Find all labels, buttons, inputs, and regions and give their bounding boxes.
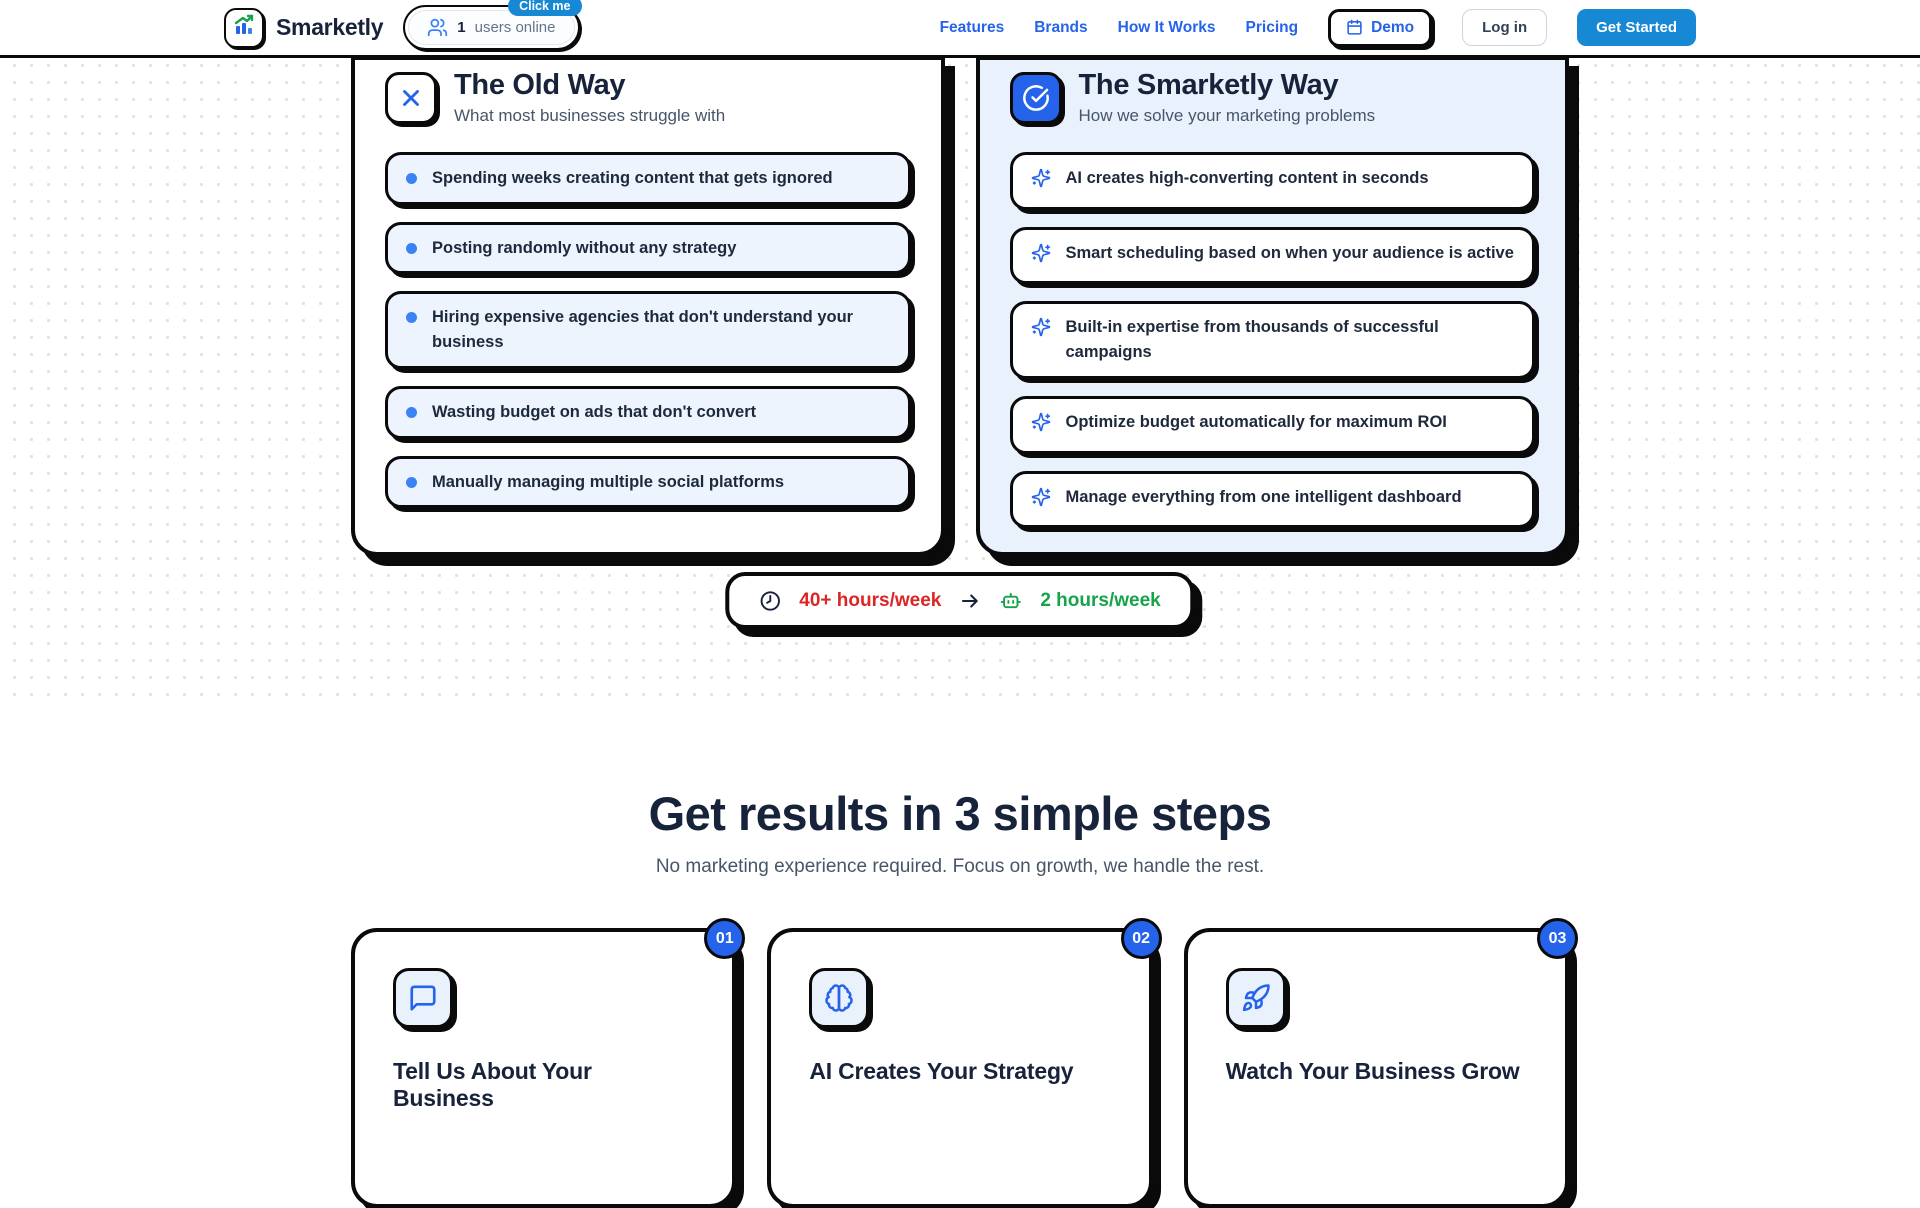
nav-link-brands[interactable]: Brands bbox=[1034, 18, 1088, 36]
rocket-icon bbox=[1225, 968, 1286, 1028]
brand-name[interactable]: Smarketly bbox=[276, 14, 384, 40]
step-number-badge: 03 bbox=[1537, 918, 1578, 959]
dot-bullet-icon bbox=[406, 406, 417, 418]
nav-link-how-it-works[interactable]: How It Works bbox=[1117, 18, 1216, 36]
old-way-item-text: Manually managing multiple social platfo… bbox=[432, 472, 785, 491]
robot-icon bbox=[999, 589, 1022, 612]
sparkles-icon bbox=[1031, 412, 1051, 440]
click-me-badge[interactable]: Click me bbox=[508, 0, 582, 16]
nav-link-pricing[interactable]: Pricing bbox=[1245, 18, 1299, 36]
old-way-item: Hiring expensive agencies that don't und… bbox=[385, 291, 911, 369]
smarketly-way-item: Smart scheduling based on when your audi… bbox=[1009, 226, 1535, 285]
old-way-item-text: Wasting budget on ads that don't convert bbox=[432, 402, 757, 421]
old-way-item: Spending weeks creating content that get… bbox=[385, 151, 911, 205]
smarketly-way-item-text: Manage everything from one intelligent d… bbox=[1065, 487, 1462, 506]
brand-logo[interactable] bbox=[224, 7, 264, 48]
step-card-3: 03 Watch Your Business Grow bbox=[1183, 918, 1578, 1208]
users-online-pill[interactable]: Click me 1 users online bbox=[403, 0, 582, 50]
sparkles-icon bbox=[1031, 243, 1051, 271]
chart-growth-icon bbox=[232, 13, 256, 42]
comparison-section: The Old Way What most businesses struggl… bbox=[351, 56, 1569, 557]
smarketly-way-title: The Smarketly Way bbox=[1078, 69, 1339, 101]
step-card-1: 01 Tell Us About Your Business bbox=[351, 918, 746, 1208]
step-number-badge: 01 bbox=[704, 918, 746, 959]
dot-bullet-icon bbox=[406, 242, 417, 254]
old-way-title: The Old Way bbox=[454, 69, 626, 101]
time-before: 40+ hours/week bbox=[799, 589, 942, 611]
smarketly-way-item: Optimize budget automatically for maximu… bbox=[1009, 395, 1535, 454]
smarketly-way-item: Manage everything from one intelligent d… bbox=[1009, 470, 1535, 529]
demo-button[interactable]: Demo bbox=[1328, 8, 1433, 47]
sparkles-icon bbox=[1031, 487, 1051, 515]
check-circle-icon bbox=[1009, 71, 1062, 124]
calendar-icon bbox=[1346, 19, 1363, 36]
dot-bullet-icon bbox=[406, 312, 417, 324]
step-title: Watch Your Business Grow bbox=[1225, 1058, 1520, 1084]
dot-bullet-icon bbox=[406, 172, 417, 184]
old-way-item-text: Hiring expensive agencies that don't und… bbox=[432, 308, 854, 352]
old-way-item: Wasting budget on ads that don't convert bbox=[385, 385, 911, 439]
x-icon bbox=[385, 71, 437, 124]
smarketly-way-card: The Smarketly Way How we solve your mark… bbox=[975, 56, 1569, 557]
old-way-item: Manually managing multiple social platfo… bbox=[385, 455, 911, 509]
steps-cards: 01 Tell Us About Your Business 02 AI Cre… bbox=[351, 918, 1578, 1208]
login-button[interactable]: Log in bbox=[1462, 9, 1548, 46]
nav-link-features[interactable]: Features bbox=[939, 18, 1005, 36]
old-way-item: Posting randomly without any strategy bbox=[385, 221, 911, 275]
step-card-2: 02 AI Creates Your Strategy bbox=[767, 918, 1162, 1208]
navbar: Smarketly Click me 1 users online Featur… bbox=[0, 0, 1920, 58]
step-title: Tell Us About Your Business bbox=[393, 1058, 592, 1111]
step-number-badge: 02 bbox=[1120, 918, 1162, 959]
message-square-icon bbox=[393, 968, 453, 1028]
steps-subtitle: No marketing experience required. Focus … bbox=[655, 856, 1265, 877]
old-way-item-text: Spending weeks creating content that get… bbox=[432, 168, 833, 187]
smarketly-way-item-text: AI creates high-converting content in se… bbox=[1065, 168, 1429, 187]
smarketly-way-subtitle: How we solve your marketing problems bbox=[1078, 105, 1376, 125]
arrow-right-icon bbox=[959, 590, 981, 612]
dot-bullet-icon bbox=[406, 476, 417, 488]
old-way-item-text: Posting randomly without any strategy bbox=[432, 238, 737, 257]
time-after: 2 hours/week bbox=[1040, 589, 1161, 611]
online-label: users online bbox=[474, 19, 556, 36]
nav-menu: Features Brands How It Works Pricing Dem… bbox=[939, 8, 1696, 47]
users-icon bbox=[427, 17, 448, 38]
old-way-card: The Old Way What most businesses struggl… bbox=[351, 56, 945, 557]
dotted-background bbox=[0, 0, 1920, 705]
sparkles-icon bbox=[1031, 317, 1051, 345]
sparkles-icon bbox=[1031, 168, 1051, 196]
get-started-button[interactable]: Get Started bbox=[1577, 9, 1696, 46]
time-savings-badge: 40+ hours/week 2 hours/week bbox=[725, 572, 1195, 629]
steps-title: Get results in 3 simple steps bbox=[648, 787, 1272, 840]
smarketly-way-item: Built-in expertise from thousands of suc… bbox=[1009, 301, 1535, 379]
old-way-subtitle: What most businesses struggle with bbox=[454, 105, 726, 125]
online-count: 1 bbox=[457, 19, 466, 36]
steps-header: Get results in 3 simple steps No marketi… bbox=[0, 786, 1920, 878]
step-title: AI Creates Your Strategy bbox=[809, 1058, 1074, 1084]
smarketly-way-item-text: Smart scheduling based on when your audi… bbox=[1065, 243, 1514, 262]
smarketly-way-item: AI creates high-converting content in se… bbox=[1009, 151, 1535, 210]
brain-icon bbox=[809, 968, 870, 1028]
clock-icon bbox=[759, 590, 781, 612]
smarketly-way-item-text: Optimize budget automatically for maximu… bbox=[1065, 412, 1447, 431]
demo-button-label: Demo bbox=[1371, 18, 1415, 36]
smarketly-way-item-text: Built-in expertise from thousands of suc… bbox=[1065, 318, 1439, 362]
